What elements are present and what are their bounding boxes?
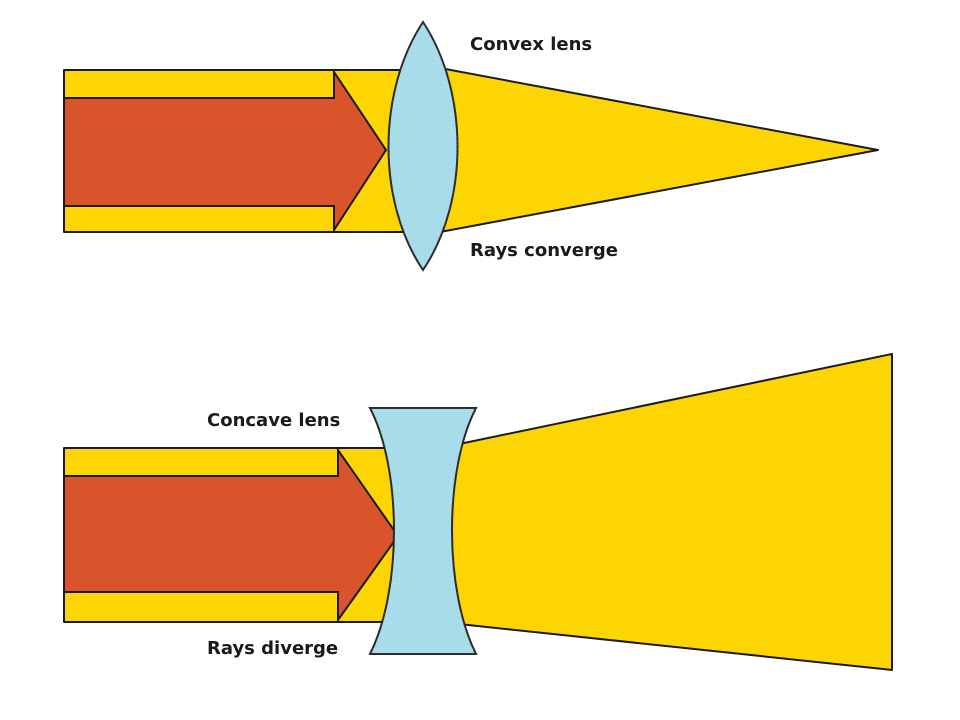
convex-ray-arrow [63, 68, 388, 234]
concave-lens-label: Concave lens [207, 410, 340, 431]
rays-converge-caption: Rays converge [470, 240, 618, 261]
concave-diverging-beam [439, 353, 893, 671]
concave-ray-arrow [63, 446, 400, 624]
concave-lens-panel: Concave lens Rays diverge [63, 353, 893, 671]
convex-lens-texture [388, 22, 458, 270]
rays-diverge-caption: Rays diverge [207, 638, 338, 659]
convex-lens-panel: Convex lens Rays converge [63, 20, 879, 272]
convex-lens-label: Convex lens [470, 34, 592, 55]
convex-converging-beam [439, 67, 879, 233]
concave-lens-texture [370, 408, 476, 654]
